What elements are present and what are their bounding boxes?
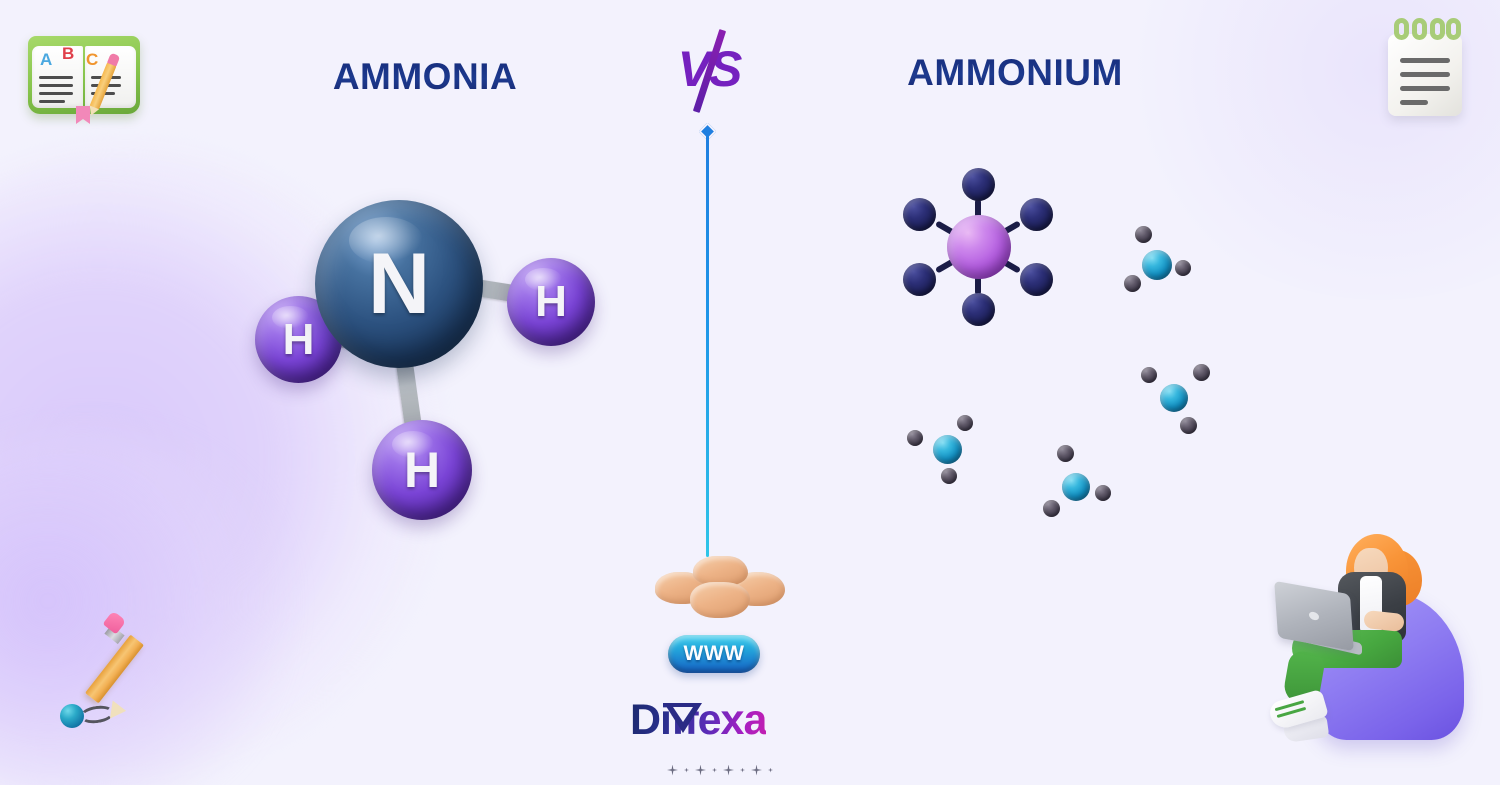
ion-satellite	[1043, 500, 1060, 517]
right-comparison-title: AMMONIUM	[840, 52, 1190, 94]
ion-satellite	[1175, 260, 1191, 276]
pencil-drawing-icon	[48, 610, 178, 738]
ion-satellite	[1180, 417, 1197, 434]
ion-satellite	[907, 430, 923, 446]
sparkle-icon	[740, 767, 745, 773]
notepad-spiral-ring	[1446, 18, 1461, 40]
hydrogen-atom-right: H	[507, 258, 595, 346]
notepad-icon	[1382, 18, 1468, 118]
sparkle-icon	[684, 767, 689, 773]
ion-satellite	[1193, 364, 1210, 381]
nitrogen-label: N	[367, 235, 431, 332]
ion-core-atom	[1062, 473, 1090, 501]
book-letter-a: A	[40, 50, 53, 69]
diffexa-arrow-icon	[664, 703, 702, 733]
ion-satellite	[1057, 445, 1074, 462]
book-letter-b: B	[62, 44, 75, 63]
hydrogen-label: H	[535, 277, 567, 326]
www-label: WWW	[683, 642, 745, 665]
sparkle-icon	[695, 764, 706, 776]
nitrogen-atom: N	[315, 200, 483, 368]
sparkle-icon	[667, 764, 678, 776]
ion-satellite	[1124, 275, 1141, 292]
ammonium-node	[903, 198, 936, 231]
sparkle-icon	[723, 764, 734, 776]
bookmark-icon	[76, 106, 90, 124]
notepad-spiral-ring	[1430, 18, 1445, 40]
ion-core-atom	[933, 435, 962, 464]
pencil-body	[85, 634, 144, 704]
notepad-body	[1388, 34, 1462, 116]
center-divider-line	[706, 133, 709, 557]
teal-ball-icon	[60, 704, 84, 728]
ion-cluster	[1120, 220, 1210, 300]
ion-satellite	[1141, 367, 1157, 383]
sparkle-icon	[712, 767, 717, 773]
ion-satellite	[1135, 226, 1152, 243]
ion-cluster	[1040, 440, 1130, 520]
left-comparison-title: AMMONIA	[250, 56, 600, 98]
ammonium-node	[1020, 263, 1053, 296]
hydrogen-atom-bottom: H	[372, 420, 472, 520]
ion-core-atom	[1160, 384, 1188, 412]
ammonium-core-atom	[947, 215, 1011, 279]
ammonia-molecule-illustration: H H H N	[245, 180, 615, 530]
hydrogen-atom-left: H	[255, 296, 342, 383]
sparkle-divider	[660, 760, 780, 780]
notepad-spiral-ring	[1394, 18, 1409, 40]
ion-satellite	[1095, 485, 1111, 501]
cloud-rocks-illustration	[655, 556, 785, 618]
open-book-icon: A B C	[28, 18, 140, 124]
notepad-spiral-ring	[1412, 18, 1427, 40]
ammonium-molecule-illustration	[895, 165, 1060, 330]
ion-cluster	[1135, 362, 1225, 442]
book-page-left	[32, 46, 83, 108]
book-letter-c: C	[86, 50, 99, 69]
ion-cluster	[905, 410, 995, 490]
rock-shape	[690, 582, 750, 618]
book-cover: A B C	[28, 36, 140, 114]
brand-logo[interactable]: Diffexa	[630, 697, 810, 743]
www-badge: WWW	[668, 635, 760, 673]
ion-core-atom	[1142, 250, 1172, 280]
sparkle-icon	[751, 764, 762, 776]
ammonium-node	[903, 263, 936, 296]
hydrogen-label: H	[403, 442, 441, 498]
ammonium-node	[962, 168, 995, 201]
ion-satellite	[941, 468, 957, 484]
versus-badge: VS	[668, 29, 750, 113]
ammonium-node	[1020, 198, 1053, 231]
person-on-beanbag-icon	[1258, 530, 1488, 760]
sparkle-icon	[768, 767, 773, 773]
ion-satellite	[957, 415, 973, 431]
rock-shape	[693, 556, 748, 586]
ammonium-node	[962, 293, 995, 326]
